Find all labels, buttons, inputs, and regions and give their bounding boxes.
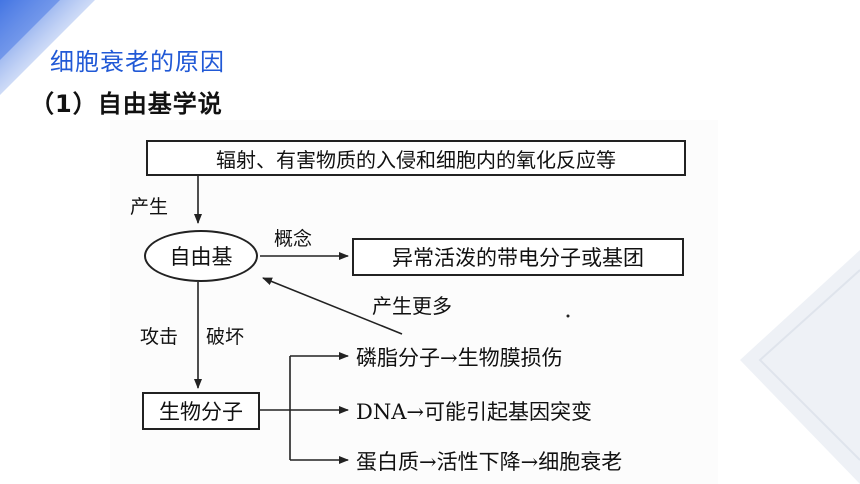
corner-decoration <box>0 0 95 95</box>
concept-label: 概念 <box>274 228 313 250</box>
stray-dot <box>566 314 570 318</box>
cause-box: 辐射、有害物质的入侵和细胞内的氧化反应等 <box>146 140 686 176</box>
free-radical-node: 自由基 <box>144 230 258 282</box>
destroy-label: 破坏 <box>206 326 245 348</box>
attack-label: 攻击 <box>140 326 179 348</box>
outcome-item: 蛋白质→活性下降→细胞衰老 <box>356 450 623 474</box>
diagram-arrows <box>194 176 570 464</box>
biomolecule-box: 生物分子 <box>142 392 260 430</box>
free-radical-diagram: 辐射、有害物质的入侵和细胞内的氧化反应等 产生 自由基 概念 异常活泼的带电分子… <box>110 120 718 484</box>
section-title: 细胞衰老的原因 <box>50 48 225 76</box>
produce-more-label: 产生更多 <box>372 294 452 318</box>
outcome-item: 磷脂分子→生物膜损伤 <box>356 346 563 370</box>
concept-box: 异常活泼的带电分子或基团 <box>352 238 684 276</box>
produce-label: 产生 <box>130 196 169 218</box>
background-decoration <box>740 250 860 484</box>
outcome-item: DNA→可能引起基因突变 <box>356 400 592 424</box>
arrow-produce-more <box>262 277 403 335</box>
subtitle: （1）自由基学说 <box>30 90 223 118</box>
